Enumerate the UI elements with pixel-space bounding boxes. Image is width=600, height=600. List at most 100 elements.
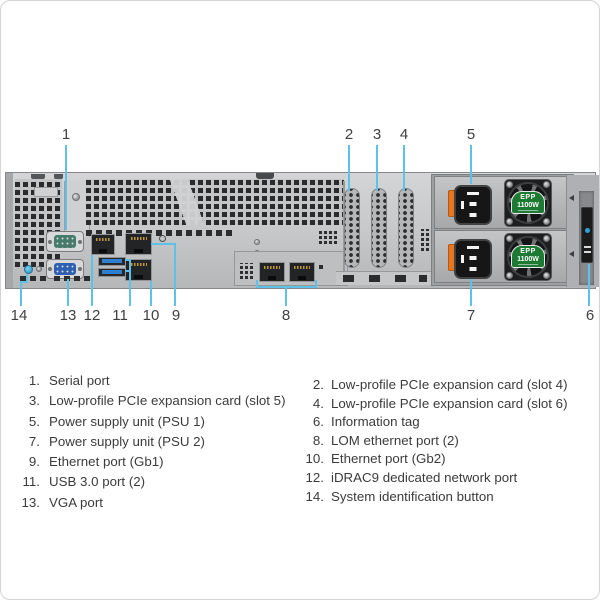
pcie-slot-4-vent: [344, 188, 360, 268]
legend-item-13: 13.VGA port: [16, 495, 316, 510]
screw: [254, 239, 260, 245]
callout-number-4: 4: [399, 126, 409, 143]
legend-item-label: VGA port: [49, 494, 103, 510]
psu1-fan: EPP 1100W: [504, 179, 552, 227]
callout-number-12: 12: [83, 307, 101, 324]
server-rear-panel: EPP 1100W EPP 1100W: [5, 172, 599, 289]
leader-line-8: [285, 288, 287, 306]
legend-item-label: iDRAC9 dedicated network port: [331, 469, 518, 485]
psu-badge-epp-text: EPP: [520, 194, 536, 202]
callout-number-3: 3: [372, 126, 382, 143]
legend-item-label: Low-profile PCIe expansion card (slot 5): [49, 393, 286, 409]
information-tag[interactable]: [581, 207, 593, 263]
leader-line-9: [174, 243, 176, 306]
legend-right-column: 2.Low-profile PCIe expansion card (slot …: [300, 377, 598, 507]
legend-item-number: 5.: [28, 413, 40, 429]
vent-dash-row: [20, 276, 48, 281]
psu1-epp-badge: EPP 1100W: [511, 191, 545, 215]
legend-item-8: 8.LOM ethernet port (2): [300, 433, 598, 448]
legend-item-label: Ethernet port (Gb1): [49, 454, 164, 470]
vent-dash-row: [86, 230, 236, 236]
legend-item-5: 5.Power supply unit (PSU 1): [16, 414, 316, 429]
legend-item-number: 4.: [312, 395, 324, 411]
psu2-power-inlet: [454, 239, 492, 279]
legend-item-14: 14. System identification button: [300, 489, 598, 504]
serial-port: [46, 231, 84, 252]
callout-number-7: 7: [466, 307, 476, 324]
serial-screw: [48, 239, 52, 244]
legend-item-11: 11.USB 3.0 port (2): [16, 474, 316, 489]
legend-item-number: 3.: [28, 393, 40, 409]
leader-line-5: [470, 145, 472, 184]
idrac-network-port: [91, 234, 115, 255]
screw: [543, 181, 550, 188]
rail-cutout: [419, 275, 427, 282]
callout-number-1: 1: [61, 126, 71, 143]
screw: [506, 272, 513, 279]
legend-item-6: 6.Information tag: [300, 414, 598, 429]
ethernet-port-gb2: [125, 259, 152, 281]
arrow-marker: [569, 195, 574, 201]
psu2-epp-badge: EPP 1100W: [511, 245, 545, 269]
psu1-power-inlet: [454, 185, 492, 225]
screw: [543, 235, 550, 242]
legend-item-label: LOM ethernet port (2): [331, 432, 459, 448]
leader-line-12: [91, 255, 93, 306]
rail-cutout: [343, 275, 354, 282]
leader-line-13: [67, 279, 69, 306]
callout-number-5: 5: [466, 126, 476, 143]
lom-led: [319, 265, 323, 269]
chassis-top-tab: [54, 174, 63, 179]
screw: [543, 218, 550, 225]
legend-item-label: Information tag: [331, 414, 420, 430]
leader-line-8: [256, 286, 317, 288]
info-tag-mark: [584, 251, 591, 253]
rail-cutout: [369, 275, 380, 282]
screw: [72, 193, 80, 201]
leader-line-8: [315, 280, 317, 286]
screw: [506, 218, 513, 225]
leader-line-1: [65, 145, 67, 230]
leader-line-14: [26, 274, 28, 282]
arrow-marker: [569, 251, 574, 257]
callout-number-8: 8: [281, 307, 291, 324]
legend-item-4: 4.Low-profile PCIe expansion card (slot …: [300, 396, 598, 411]
serial-screw: [78, 239, 82, 244]
rail-cutout: [395, 275, 406, 282]
leader-line-14: [20, 281, 22, 306]
leader-line-10: [150, 281, 152, 306]
model-label-plate: [34, 187, 58, 197]
info-tag-dot: [585, 228, 590, 233]
system-identification-button[interactable]: [24, 265, 33, 274]
leader-line-2: [348, 145, 350, 191]
leader-line-8: [256, 280, 258, 286]
chassis-top-tab: [31, 174, 45, 179]
legend-left-column: 1.Serial port 3. Low-profile PCIe expansio…: [16, 373, 316, 515]
legend-item-number: 11.: [22, 474, 41, 490]
pcie-slot-5-vent: [371, 188, 387, 268]
legend-item-label: System identification button: [331, 488, 494, 504]
leader-line-6: [588, 264, 590, 306]
leader-line-9: [151, 243, 176, 245]
legend-item-2: 2.Low-profile PCIe expansion card (slot …: [300, 377, 598, 392]
callout-number-14: 14: [10, 307, 28, 324]
legend-item-label: Serial port: [49, 373, 110, 388]
legend-item-label: Ethernet port (Gb2): [331, 451, 446, 467]
chassis-top-handle: [256, 173, 274, 179]
callout-number-9: 9: [171, 307, 181, 324]
legend-item-number: 14.: [305, 488, 325, 504]
leader-line-14: [20, 281, 28, 283]
lom-vent-grid: [240, 263, 254, 279]
leader-line-11: [129, 259, 131, 306]
vga-pin-field: [54, 263, 76, 275]
callout-number-2: 2: [344, 126, 354, 143]
legend-item-1: 1.Serial port: [16, 373, 316, 388]
screw: [543, 272, 550, 279]
screw: [506, 235, 513, 242]
vga-screw: [78, 267, 82, 271]
legend-item-12: 12.iDRAC9 dedicated network port: [300, 470, 598, 485]
leader-line-7: [470, 279, 472, 306]
chassis-brace: [146, 179, 230, 225]
